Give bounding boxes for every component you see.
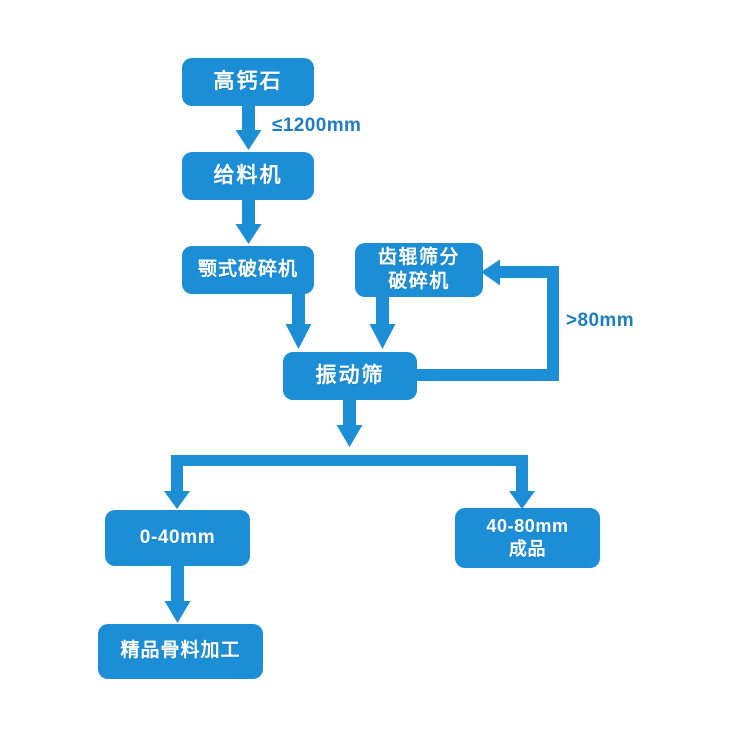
node-roll-crusher-label: 齿辊筛分 破碎机 bbox=[377, 246, 460, 292]
node-raw-material[interactable]: 高钙石 bbox=[182, 58, 314, 106]
arrow-jaw-to-screen bbox=[285, 294, 312, 349]
node-product-40-80-label: 40-80mm 成品 bbox=[486, 515, 569, 559]
node-feeder[interactable]: 给料机 bbox=[182, 152, 314, 200]
node-product-40-80[interactable]: 40-80mm 成品 bbox=[455, 508, 600, 568]
edge-label-max-size: ≤1200mm bbox=[272, 115, 362, 136]
node-jaw-crusher-label: 颚式破碎机 bbox=[197, 258, 298, 280]
feedback-loop-screen-to-rollcrusher bbox=[417, 259, 559, 381]
node-jaw-crusher[interactable]: 颚式破碎机 bbox=[182, 246, 314, 294]
arrow-screen-to-splitter bbox=[336, 400, 363, 447]
arrow-raw-to-feeder bbox=[235, 106, 262, 150]
node-vibrating-screen-label: 振动筛 bbox=[315, 363, 385, 387]
arrow-feeder-to-jaw bbox=[235, 200, 262, 244]
node-fine-aggregate-label: 精品骨料加工 bbox=[120, 640, 241, 662]
node-fine-aggregate[interactable]: 精品骨料加工 bbox=[98, 624, 263, 679]
node-product-0-40[interactable]: 0-40mm bbox=[105, 510, 250, 566]
node-raw-material-label: 高钙石 bbox=[213, 69, 283, 93]
splitter-bar bbox=[164, 455, 535, 509]
arrow-rollcrusher-to-screen bbox=[369, 297, 396, 349]
node-feeder-label: 给料机 bbox=[213, 163, 283, 187]
node-product-0-40-label: 0-40mm bbox=[139, 526, 216, 548]
arrow-0-40-to-fine-aggregate bbox=[164, 566, 191, 623]
node-vibrating-screen[interactable]: 振动筛 bbox=[283, 352, 417, 400]
edge-label-oversize: >80mm bbox=[566, 310, 635, 331]
node-roll-crusher[interactable]: 齿辊筛分 破碎机 bbox=[355, 243, 483, 297]
